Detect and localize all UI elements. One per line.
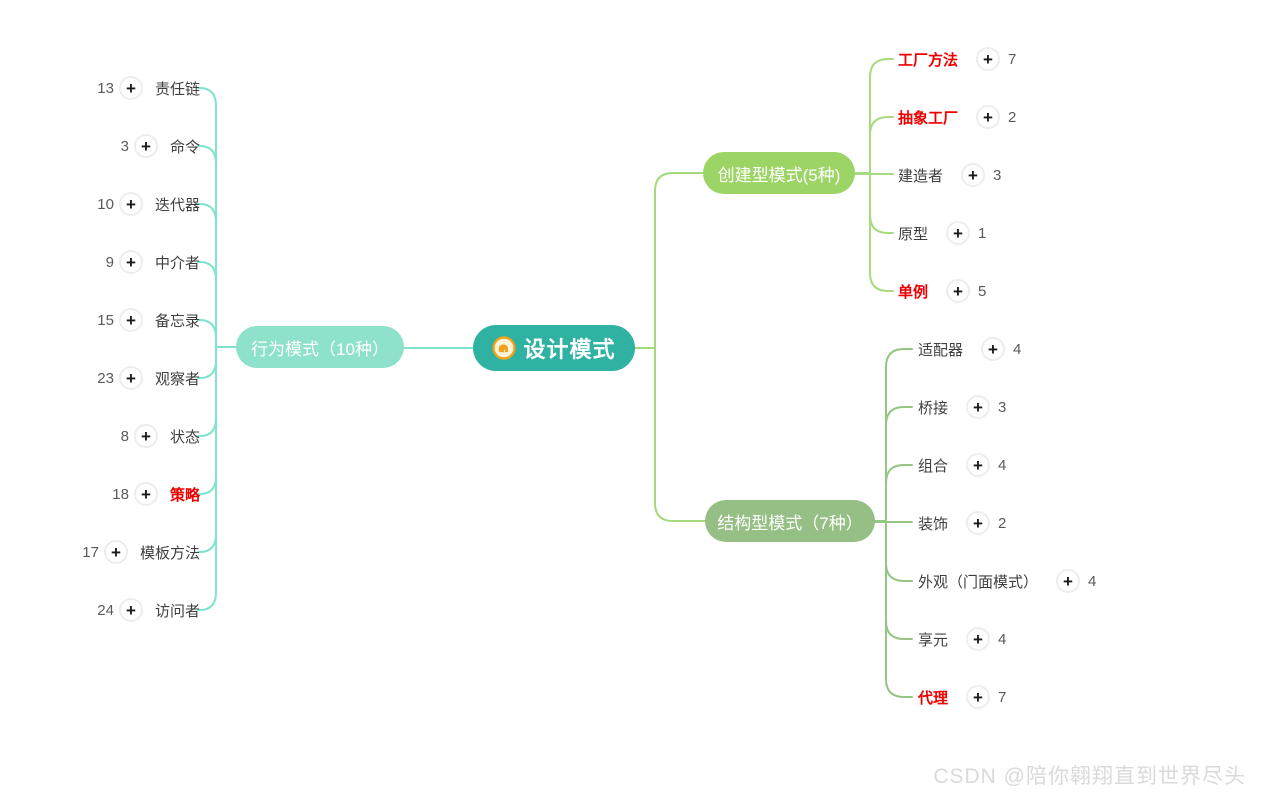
leaf-count: 18	[112, 485, 129, 503]
leaf-count: 4	[1013, 340, 1022, 358]
leaf-count: 2	[998, 514, 1007, 532]
plus-icon[interactable]: +	[118, 366, 143, 390]
leaf-node-装饰[interactable]: 装饰 + 2	[918, 509, 1006, 537]
plus-icon[interactable]: +	[946, 221, 971, 245]
plus-icon[interactable]: +	[946, 279, 971, 303]
plus-icon[interactable]: +	[966, 453, 991, 477]
leaf-node-观察者[interactable]: 23 + 观察者	[55, 364, 200, 392]
leaf-label: 访问者	[154, 602, 200, 620]
leaf-label: 组合	[918, 457, 949, 475]
leaf-count: 7	[1008, 50, 1017, 68]
leaf-label: 模板方法	[139, 544, 200, 562]
plus-icon[interactable]: +	[976, 105, 1001, 129]
leaf-count: 23	[97, 369, 114, 387]
root-node-label: 设计模式	[523, 337, 616, 362]
leaf-label: 外观（门面模式）	[918, 573, 1039, 591]
leaf-node-策略[interactable]: 18 + 策略	[55, 480, 200, 508]
branch-node-structural[interactable]: 结构型模式（7种）	[705, 500, 875, 542]
leaf-label: 工厂方法	[898, 51, 959, 69]
leaf-count: 1	[978, 224, 987, 242]
plus-icon[interactable]: +	[118, 192, 143, 216]
csdn-watermark: CSDN @陪你翱翔直到世界尽头	[933, 765, 1246, 788]
leaf-count: 15	[97, 311, 114, 329]
plus-icon[interactable]: +	[961, 163, 986, 187]
plus-icon[interactable]: +	[118, 598, 143, 622]
leaf-node-组合[interactable]: 组合 + 4	[918, 451, 1006, 479]
leaf-node-中介者[interactable]: 9 + 中介者	[55, 248, 200, 276]
leaf-node-适配器[interactable]: 适配器 + 4	[918, 335, 1021, 363]
leaf-node-模板方法[interactable]: 17 + 模板方法	[55, 538, 200, 566]
plus-icon[interactable]: +	[133, 482, 158, 506]
leaf-node-责任链[interactable]: 13 + 责任链	[55, 74, 200, 102]
leaf-label: 代理	[918, 689, 949, 707]
leaf-count: 4	[998, 456, 1007, 474]
plus-icon[interactable]: +	[981, 337, 1006, 361]
root-node-design-patterns[interactable]: 设计模式	[473, 325, 635, 371]
leaf-count: 2	[1008, 108, 1017, 126]
leaf-node-代理[interactable]: 代理 + 7	[918, 683, 1006, 711]
leaf-node-备忘录[interactable]: 15 + 备忘录	[55, 306, 200, 334]
leaf-count: 24	[97, 601, 114, 619]
leaf-count: 17	[82, 543, 99, 561]
leaf-count: 3	[993, 166, 1002, 184]
plus-icon[interactable]: +	[966, 395, 991, 419]
leaf-node-迭代器[interactable]: 10 + 迭代器	[55, 190, 200, 218]
plus-icon[interactable]: +	[966, 685, 991, 709]
leaf-label: 抽象工厂	[898, 109, 959, 127]
leaf-label: 装饰	[918, 515, 949, 533]
leaf-label: 观察者	[154, 370, 200, 388]
plus-icon[interactable]: +	[1056, 569, 1081, 593]
plus-icon[interactable]: +	[133, 134, 158, 158]
branch-node-label: 结构型模式（7种）	[717, 513, 863, 533]
leaf-label: 迭代器	[154, 196, 200, 214]
leaf-node-外观门面模式[interactable]: 外观（门面模式） + 4	[918, 567, 1096, 595]
leaf-node-抽象工厂[interactable]: 抽象工厂 + 2	[898, 103, 1016, 131]
leaf-label: 原型	[898, 225, 929, 243]
leaf-label: 状态	[169, 428, 200, 446]
leaf-count: 5	[978, 282, 987, 300]
leaf-node-访问者[interactable]: 24 + 访问者	[55, 596, 200, 624]
leaf-node-工厂方法[interactable]: 工厂方法 + 7	[898, 45, 1016, 73]
leaf-label: 适配器	[918, 341, 964, 359]
leaf-count: 4	[1088, 572, 1097, 590]
leaf-node-单例[interactable]: 单例 + 5	[898, 277, 986, 305]
leaf-node-建造者[interactable]: 建造者 + 3	[898, 161, 1001, 189]
leaf-node-桥接[interactable]: 桥接 + 3	[918, 393, 1006, 421]
plus-icon[interactable]: +	[118, 308, 143, 332]
plus-icon[interactable]: +	[118, 250, 143, 274]
leaf-label: 备忘录	[154, 312, 200, 330]
branch-node-label: 创建型模式(5种)	[717, 165, 841, 185]
leaf-node-命令[interactable]: 3 + 命令	[55, 132, 200, 160]
plus-icon[interactable]: +	[966, 511, 991, 535]
plus-icon[interactable]: +	[133, 424, 158, 448]
leaf-count: 13	[97, 79, 114, 97]
leaf-node-原型[interactable]: 原型 + 1	[898, 219, 986, 247]
elephant-badge-icon	[492, 336, 517, 360]
leaf-label: 单例	[898, 283, 929, 301]
branch-node-behavioral[interactable]: 行为模式（10种）	[236, 326, 404, 368]
leaf-label: 建造者	[898, 167, 944, 185]
leaf-count: 3	[998, 398, 1007, 416]
leaf-count: 4	[998, 630, 1007, 648]
leaf-count: 9	[105, 253, 114, 271]
leaf-node-享元[interactable]: 享元 + 4	[918, 625, 1006, 653]
plus-icon[interactable]: +	[966, 627, 991, 651]
leaf-label: 桥接	[918, 399, 949, 417]
leaf-label: 策略	[169, 486, 200, 504]
plus-icon[interactable]: +	[976, 47, 1001, 71]
plus-icon[interactable]: +	[118, 76, 143, 100]
leaf-count: 7	[998, 688, 1007, 706]
plus-icon[interactable]: +	[103, 540, 128, 564]
leaf-count: 3	[120, 137, 129, 155]
leaf-label: 责任链	[154, 80, 200, 98]
leaf-label: 中介者	[154, 254, 200, 272]
leaf-label: 命令	[169, 138, 200, 156]
branch-node-creational[interactable]: 创建型模式(5种)	[703, 152, 855, 194]
leaf-label: 享元	[918, 631, 949, 649]
leaf-count: 10	[97, 195, 114, 213]
leaf-node-状态[interactable]: 8 + 状态	[55, 422, 200, 450]
branch-node-label: 行为模式（10种）	[251, 339, 389, 359]
leaf-count: 8	[120, 427, 129, 445]
